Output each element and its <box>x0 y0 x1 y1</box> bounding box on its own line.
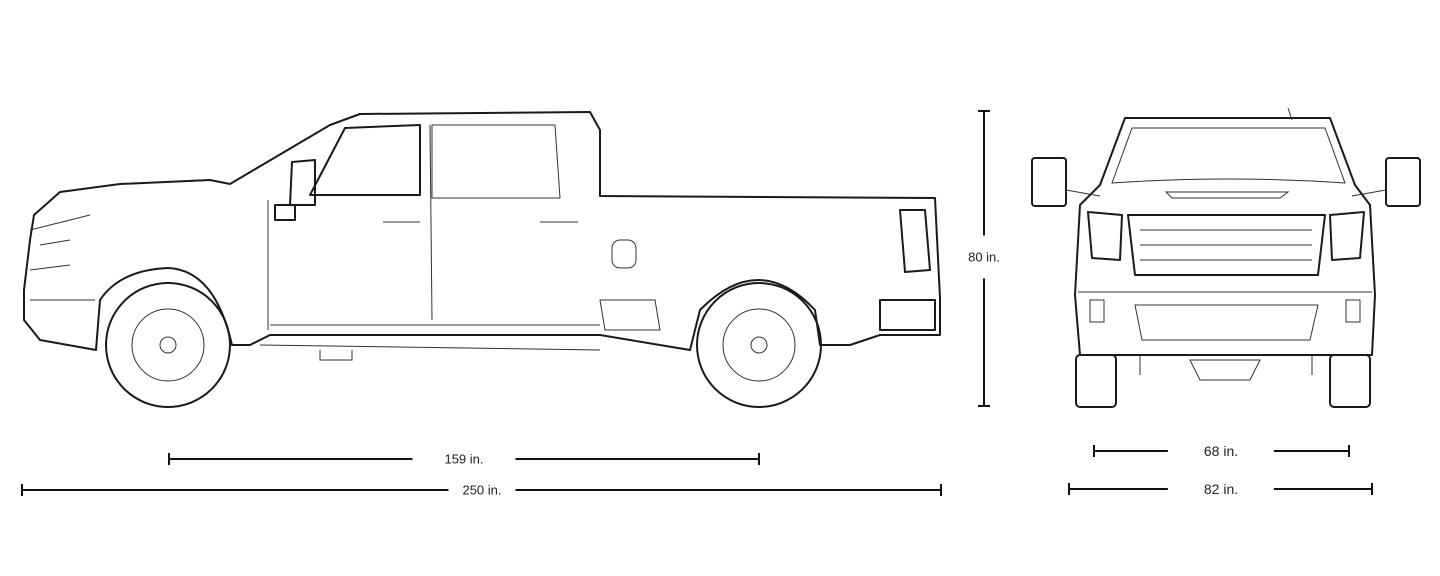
overall-height-label: 80 in. <box>964 235 1004 279</box>
front-left-tire <box>1075 354 1117 408</box>
dimension-lines <box>21 110 1373 496</box>
overall-length-label: 250 in. <box>448 482 516 498</box>
rear-wheel <box>696 282 822 408</box>
front-right-tire <box>1329 354 1371 408</box>
front-wheel <box>105 282 231 408</box>
overall-width-label: 82 in. <box>1167 481 1275 497</box>
wheelbase-label: 159 in. <box>412 451 516 467</box>
track-width-label: 68 in. <box>1167 443 1275 459</box>
truck-side-view <box>23 111 941 408</box>
truck-front-view <box>1031 107 1421 408</box>
